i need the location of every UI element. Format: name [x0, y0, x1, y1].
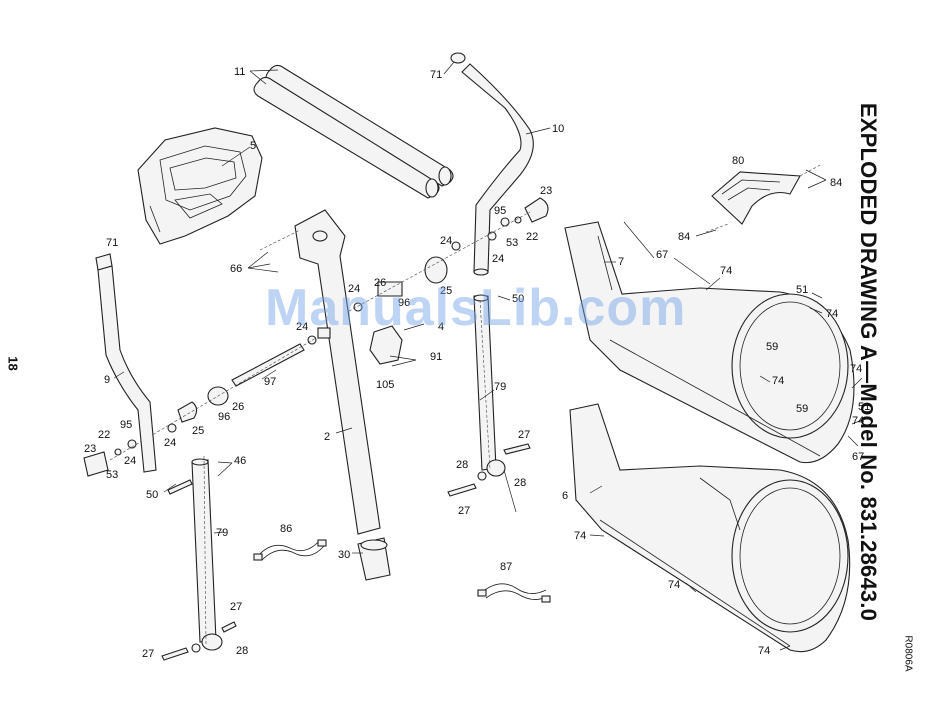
callout-30: 30 [338, 549, 350, 561]
main-mast [295, 210, 390, 580]
drawing-title: EXPLODED DRAWING A—Model No. 831.28643.0 [855, 103, 881, 621]
callout-28: 28 [236, 645, 248, 657]
page-number-container: 18 [6, 356, 26, 376]
callout-79: 79 [216, 527, 228, 539]
right-upper-arm [451, 53, 533, 275]
callout-97: 97 [264, 376, 276, 388]
callout-71: 71 [106, 237, 118, 249]
callout-95: 95 [494, 205, 506, 217]
callout-23: 23 [540, 185, 552, 197]
callout-2: 2 [324, 431, 330, 443]
callout-84: 84 [830, 177, 842, 189]
callout-53: 53 [506, 237, 518, 249]
callout-23: 23 [84, 443, 96, 455]
callout-59: 59 [766, 341, 778, 353]
wire-harness-86 [254, 540, 326, 560]
callout-96: 96 [218, 411, 230, 423]
callout-11: 11 [234, 66, 245, 78]
drawing-code: R0806A [903, 635, 914, 671]
wire-harness-87 [478, 584, 550, 602]
callout-71: 71 [430, 69, 442, 81]
callout-9: 9 [104, 374, 110, 386]
callout-74: 74 [668, 579, 680, 591]
callout-27: 27 [230, 601, 242, 613]
callout-80: 80 [732, 155, 744, 167]
callout-22: 22 [98, 429, 110, 441]
watermark: ManualsLib.com [265, 278, 686, 338]
left-upper-arm [98, 266, 156, 472]
callout-67: 67 [656, 249, 668, 261]
callout-51: 51 [796, 284, 808, 296]
callout-22: 22 [526, 231, 538, 243]
callout-46: 46 [234, 455, 246, 467]
callout-74: 74 [574, 530, 586, 542]
callout-74: 74 [758, 645, 770, 657]
callout-27: 27 [458, 505, 470, 517]
callout-74: 74 [772, 375, 784, 387]
callout-6: 6 [562, 490, 568, 502]
callout-74: 74 [720, 265, 732, 277]
callout-79: 79 [494, 381, 506, 393]
page-number: 18 [6, 356, 21, 370]
callout-7: 7 [618, 256, 624, 268]
callout-95: 95 [120, 419, 132, 431]
callout-59: 59 [796, 403, 808, 415]
upper-shroud [712, 172, 800, 224]
drawing-code-container: R0806A [890, 648, 920, 688]
callout-26: 26 [232, 401, 244, 413]
callout-28: 28 [514, 477, 526, 489]
callout-28: 28 [456, 459, 468, 471]
callout-24: 24 [492, 253, 504, 265]
callout-10: 10 [552, 123, 564, 135]
upper-handlebar-pair [254, 65, 453, 198]
callout-24: 24 [440, 235, 452, 247]
callout-84: 84 [678, 231, 690, 243]
callout-25: 25 [192, 425, 204, 437]
callout-66: 66 [230, 263, 242, 275]
callout-105: 105 [376, 379, 394, 391]
callout-74: 74 [826, 308, 838, 320]
callout-27: 27 [518, 429, 530, 441]
left-lower-leg [162, 459, 236, 660]
console-part [138, 128, 262, 244]
callout-86: 86 [280, 523, 292, 535]
callout-24: 24 [164, 437, 176, 449]
callout-24: 24 [124, 455, 136, 467]
callout-87: 87 [500, 561, 512, 573]
callout-91: 91 [430, 351, 442, 363]
right-side-shield [565, 222, 854, 463]
callout-27: 27 [142, 648, 154, 660]
callout-5: 5 [250, 140, 256, 152]
callout-53: 53 [106, 469, 118, 481]
callout-50: 50 [146, 489, 158, 501]
